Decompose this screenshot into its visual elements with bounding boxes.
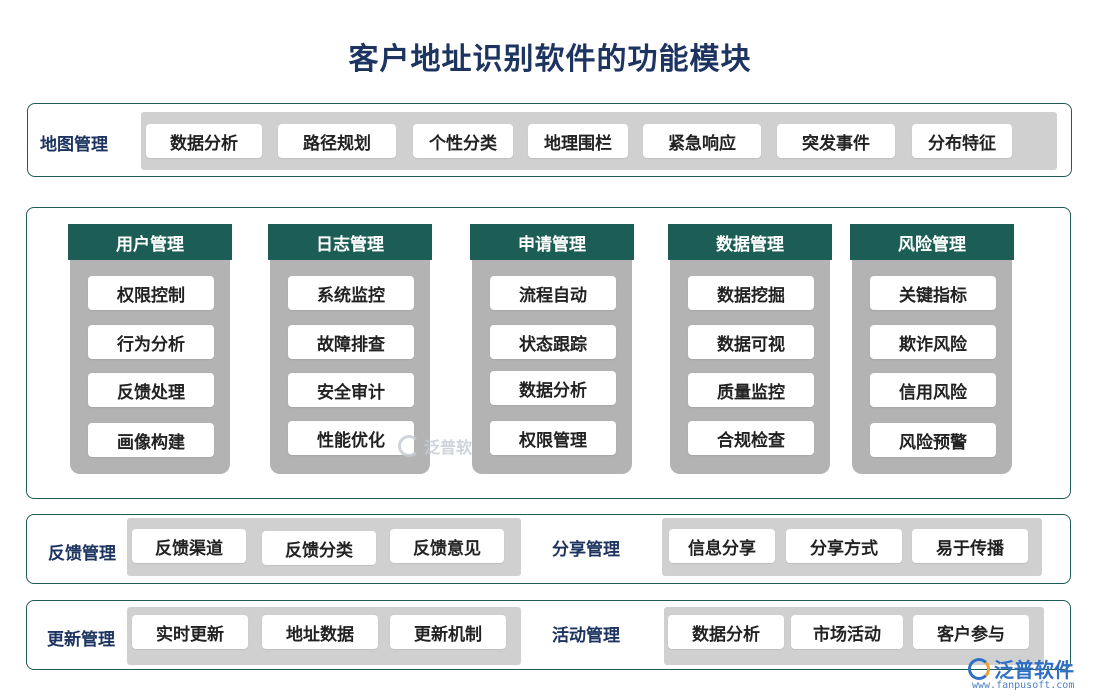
column-item: 系统监控 [288, 276, 414, 310]
share-management-label: 分享管理 [552, 540, 620, 560]
column-item: 合规检查 [688, 421, 814, 455]
brand-logo-icon [968, 657, 990, 680]
feedback-item: 反馈意见 [390, 529, 504, 563]
share-item: 易于传播 [912, 529, 1028, 563]
column-item: 欺诈风险 [870, 325, 996, 359]
column-body: 系统监控 故障排查 安全审计 性能优化 [270, 260, 430, 474]
feedback-item: 反馈分类 [262, 531, 376, 565]
activity-item: 数据分析 [668, 615, 784, 649]
column-body: 权限控制 行为分析 反馈处理 画像构建 [70, 260, 230, 474]
column-item: 性能优化 [288, 421, 414, 455]
update-items-bar: 实时更新 地址数据 更新机制 [127, 607, 521, 665]
map-management-label: 地图管理 [40, 135, 108, 155]
column-item: 反馈处理 [88, 373, 214, 407]
column-item: 信用风险 [870, 373, 996, 407]
column-item: 状态跟踪 [490, 325, 616, 359]
brand-url: www.fanpusoft.com [972, 680, 1075, 691]
update-item: 地址数据 [262, 615, 378, 649]
column-body: 流程自动 状态跟踪 数据分析 权限管理 [472, 260, 632, 474]
activity-item: 市场活动 [791, 615, 903, 649]
feedback-item: 反馈渠道 [132, 529, 246, 563]
update-item: 实时更新 [132, 615, 248, 649]
map-item: 突发事件 [777, 124, 895, 158]
map-management-section: 地图管理 数据分析 路径规划 个性分类 地理围栏 紧急响应 突发事件 分布特征 [27, 103, 1072, 177]
share-item: 信息分享 [669, 529, 775, 563]
column-item: 数据分析 [490, 371, 616, 405]
update-activity-section: 更新管理 实时更新 地址数据 更新机制 活动管理 数据分析 市场活动 客户参与 [26, 600, 1071, 670]
update-management-label: 更新管理 [47, 630, 115, 650]
column-header: 数据管理 [668, 224, 832, 260]
watermark-text: 泛普软 [424, 438, 473, 457]
activity-items-bar: 数据分析 市场活动 客户参与 [664, 607, 1044, 665]
column-item: 权限控制 [88, 276, 214, 310]
column-header: 风险管理 [850, 224, 1014, 260]
column-item: 数据可视 [688, 325, 814, 359]
map-item: 地理围栏 [528, 124, 628, 158]
share-items-bar: 信息分享 分享方式 易于传播 [662, 518, 1042, 576]
column-item: 画像构建 [88, 423, 214, 457]
watermark-logo-icon [398, 435, 420, 457]
share-item: 分享方式 [786, 529, 902, 563]
column-body: 关键指标 欺诈风险 信用风险 风险预警 [852, 260, 1012, 474]
column-item: 关键指标 [870, 276, 996, 310]
activity-management-label: 活动管理 [552, 626, 620, 646]
column-item: 安全审计 [288, 373, 414, 407]
feedback-share-section: 反馈管理 反馈渠道 反馈分类 反馈意见 分享管理 信息分享 分享方式 易于传播 [26, 514, 1071, 584]
brand-name: 泛普软件 [994, 658, 1074, 682]
column-header: 用户管理 [68, 224, 232, 260]
map-item: 紧急响应 [643, 124, 761, 158]
column-item: 权限管理 [490, 421, 616, 455]
diagram-title: 客户地址识别软件的功能模块 [348, 42, 752, 77]
brand-logo: 泛普软件 [968, 654, 1074, 683]
map-items-bar: 数据分析 路径规划 个性分类 地理围栏 紧急响应 突发事件 分布特征 [141, 112, 1057, 170]
map-item: 路径规划 [278, 124, 396, 158]
column-item: 风险预警 [870, 423, 996, 457]
column-body: 数据挖掘 数据可视 质量监控 合规检查 [670, 260, 830, 474]
update-item: 更新机制 [390, 615, 506, 649]
map-item: 分布特征 [912, 124, 1012, 158]
column-item: 行为分析 [88, 325, 214, 359]
map-item: 数据分析 [146, 124, 262, 158]
activity-item: 客户参与 [913, 615, 1029, 649]
map-item: 个性分类 [413, 124, 513, 158]
column-header: 申请管理 [470, 224, 634, 260]
column-item: 故障排查 [288, 325, 414, 359]
feedback-management-label: 反馈管理 [48, 544, 116, 564]
column-item: 质量监控 [688, 373, 814, 407]
column-item: 数据挖掘 [688, 276, 814, 310]
feedback-items-bar: 反馈渠道 反馈分类 反馈意见 [127, 518, 521, 576]
column-header: 日志管理 [268, 224, 432, 260]
column-item: 流程自动 [490, 276, 616, 310]
watermark: 泛普软 [398, 434, 472, 458]
